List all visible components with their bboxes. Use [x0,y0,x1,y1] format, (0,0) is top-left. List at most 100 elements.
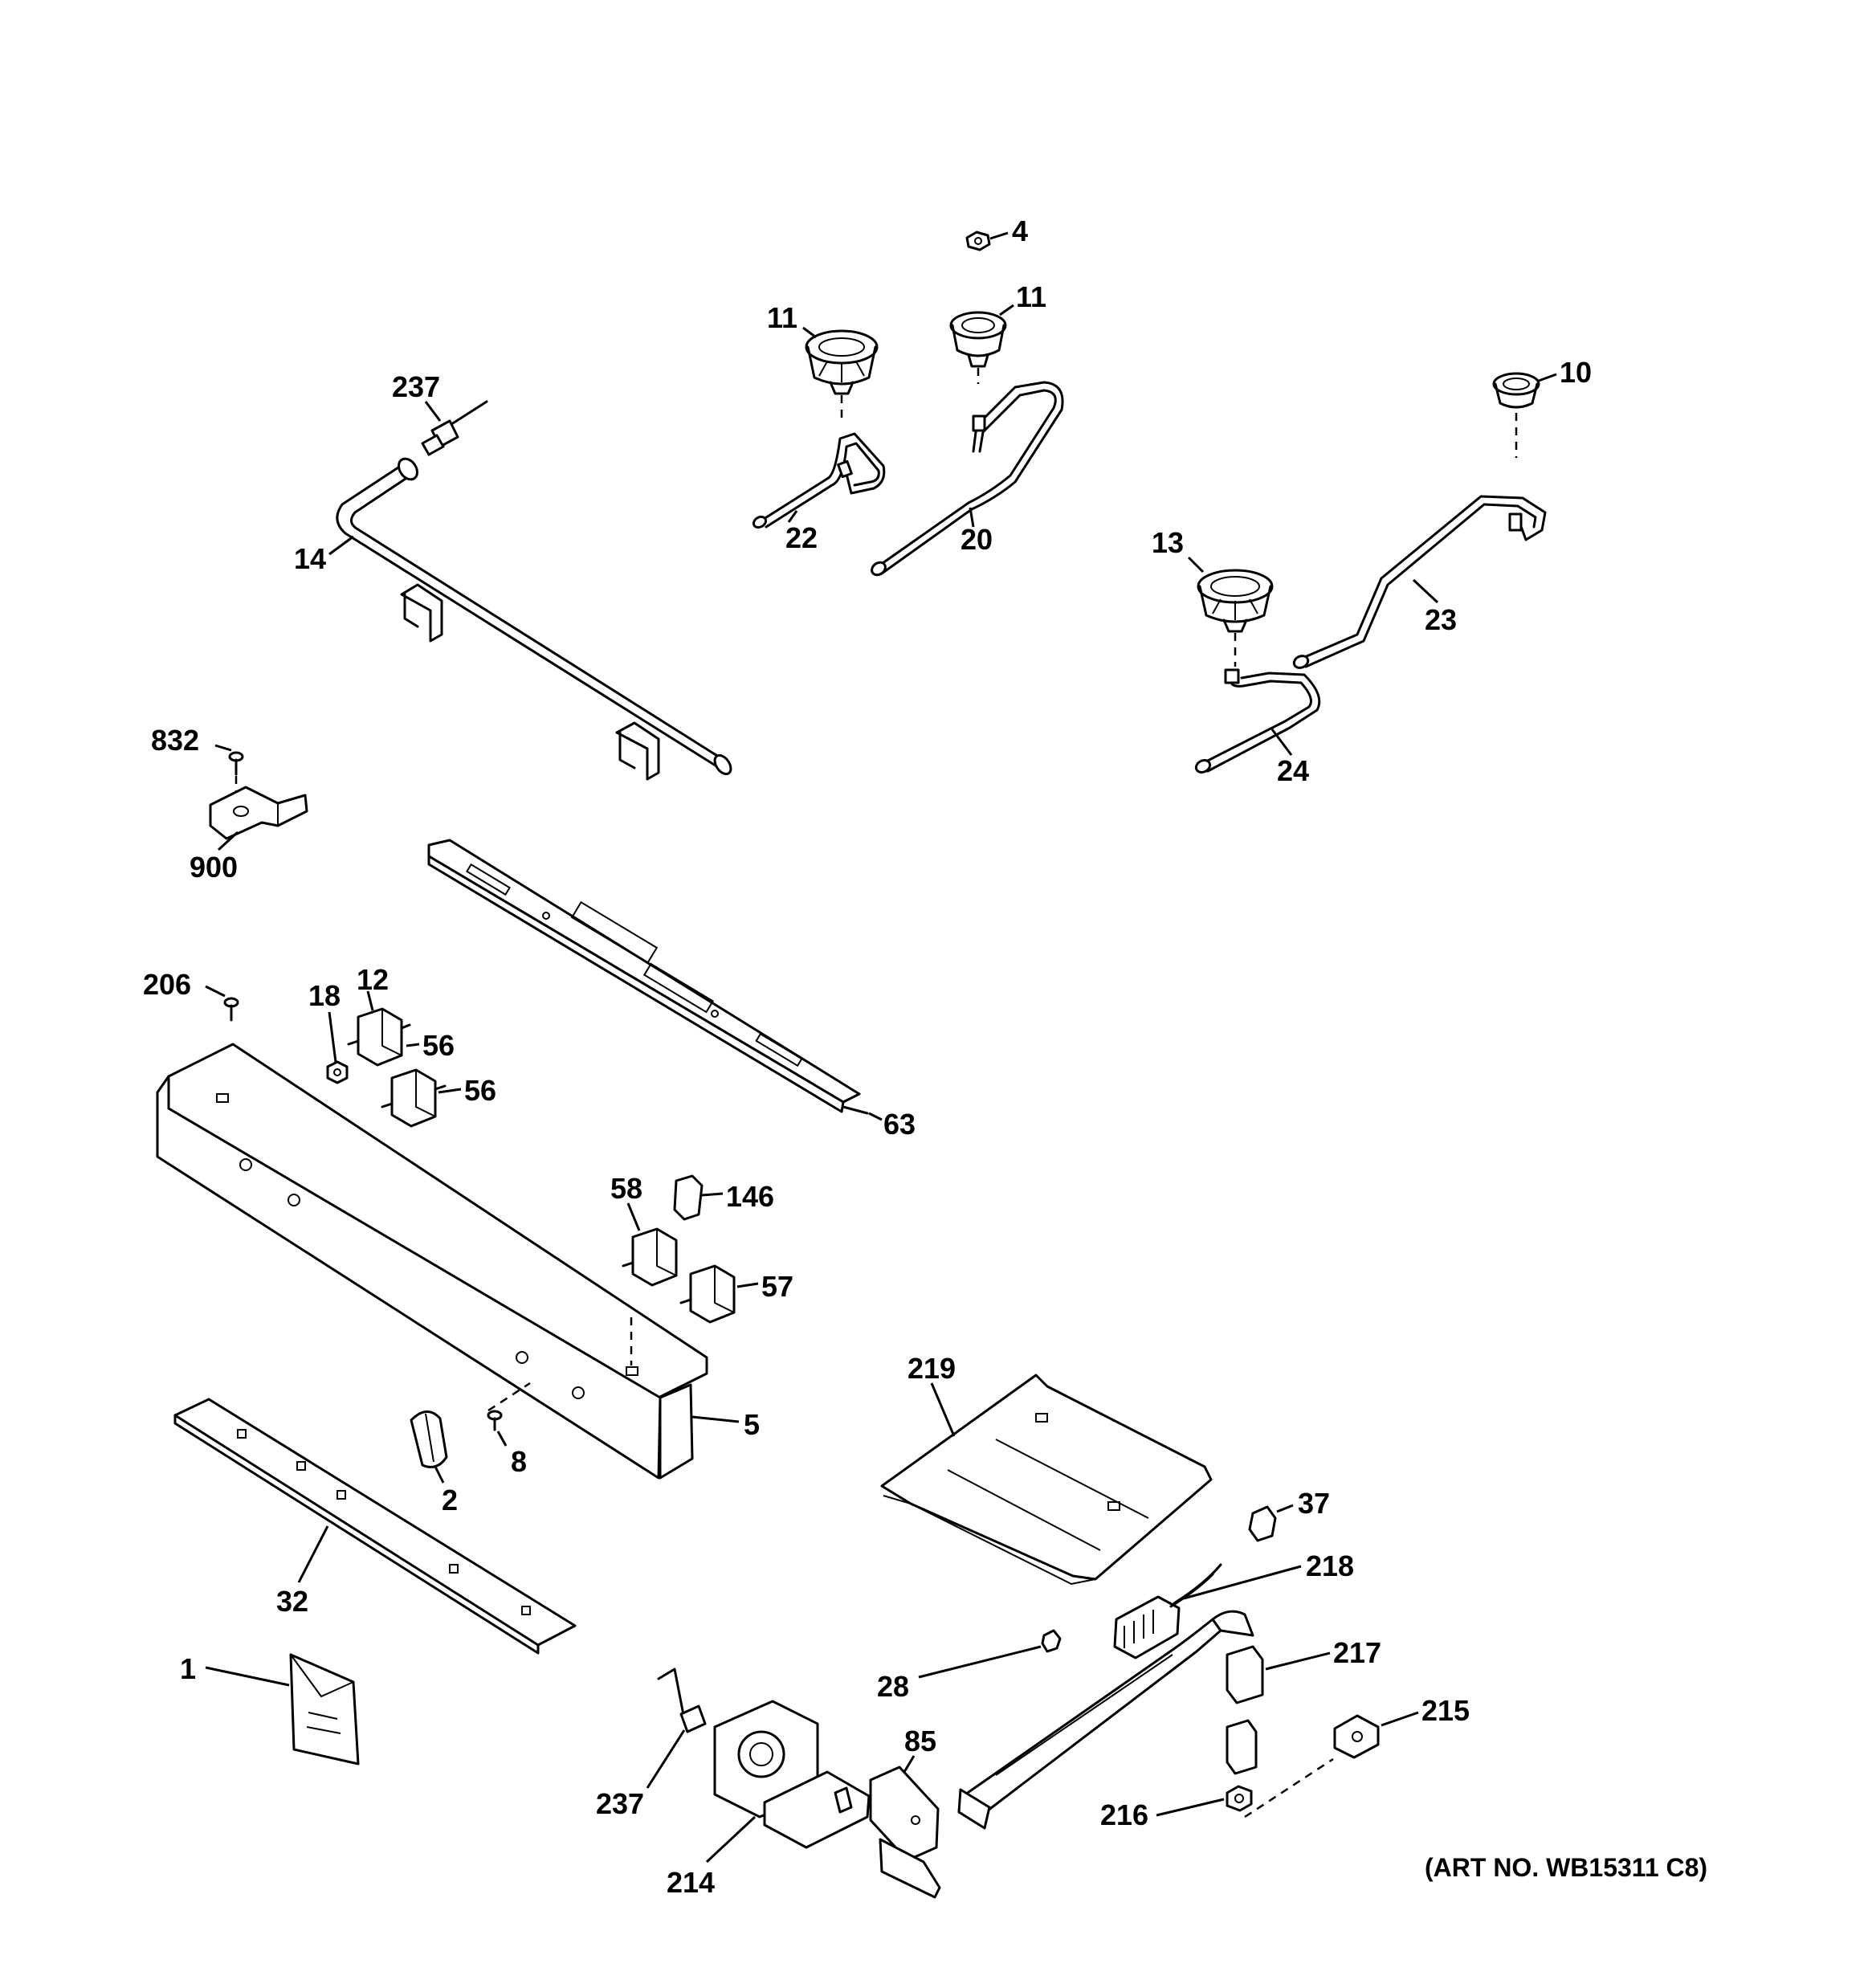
leader-832 [214,744,232,752]
part-219-shield [880,1374,1213,1586]
callout-900: 900 [190,851,238,884]
callout-2: 2 [442,1484,458,1517]
part-56-valve-lower [381,1068,447,1128]
part-85-bracket [869,1766,941,1899]
leader-56-lower [438,1088,462,1094]
leader-37 [1276,1504,1294,1513]
leader-57 [736,1282,759,1288]
part-215-bracket [1333,1714,1380,1759]
leader-1 [205,1666,290,1687]
callout-56-lower: 56 [464,1074,496,1107]
leader-206 [205,985,226,998]
leader-218 [1183,1565,1302,1600]
callout-23: 23 [1425,603,1457,636]
callout-18: 18 [308,979,341,1012]
callout-57: 57 [761,1270,793,1303]
leader-13 [1187,556,1205,574]
callout-216: 216 [1100,1798,1148,1831]
part-206-screw [223,997,239,1022]
part-216-nut [1226,1785,1253,1812]
callout-237-top: 237 [392,370,440,403]
leader-10 [1538,373,1557,382]
part-58-valve [622,1227,678,1287]
part-28-clip [1041,1629,1062,1653]
callout-4: 4 [1012,214,1028,247]
callout-56-top: 56 [422,1029,455,1062]
callout-24: 24 [1277,754,1309,787]
part-22-burner-tube [752,432,886,529]
callout-10: 10 [1560,356,1592,389]
callout-37: 37 [1298,1487,1330,1520]
leader-12 [366,990,374,1011]
art-number-caption: (ART NO. WB15311 C8) [1425,1853,1707,1882]
part-8-screw [487,1410,503,1431]
dash-216 [1244,1757,1334,1819]
part-4-nut [965,231,991,251]
leader-11-left [802,326,817,339]
leader-215 [1381,1711,1419,1727]
callout-5: 5 [744,1408,760,1441]
leader-18 [328,1011,337,1063]
part-146-clip [673,1174,704,1221]
callout-146: 146 [726,1180,774,1213]
callout-14: 14 [294,542,326,575]
part-18-nut [326,1060,349,1084]
leader-217 [1265,1651,1331,1671]
callout-217: 217 [1333,1636,1381,1669]
callout-22: 22 [785,521,818,554]
callout-214: 214 [667,1866,715,1899]
callout-832: 832 [151,724,199,757]
callout-20: 20 [961,523,993,556]
leader-11-right [999,304,1014,316]
leader-28 [918,1645,1042,1679]
leader-2 [434,1466,445,1484]
leader-20 [969,507,975,528]
leader-214 [705,1815,757,1863]
part-5-manifold-panel [156,1043,708,1480]
callout-215: 215 [1421,1694,1470,1727]
leader-23 [1412,578,1439,604]
leader-5 [691,1415,740,1423]
part-23-burner-tube [1292,495,1547,669]
callout-206: 206 [143,968,191,1001]
callout-63: 63 [883,1108,916,1141]
part-32-strip [173,1398,577,1655]
part-13-burner-head [1197,569,1274,633]
part-12-valve [347,1007,411,1067]
callout-8: 8 [511,1445,527,1478]
part-20-burner-tube [871,381,1064,577]
leader-237-bottom [646,1729,686,1789]
leader-24 [1270,729,1293,756]
leader-14 [328,535,354,556]
part-218-igniter [1113,1563,1222,1659]
part-24-burner-tube [1194,668,1321,774]
leader-32 [297,1525,329,1583]
callout-1: 1 [180,1652,196,1685]
part-237-orifice-bottom [657,1668,707,1733]
leader-63 [868,1112,883,1121]
leader-56-top [406,1043,420,1047]
leader-8 [496,1431,508,1447]
callout-28: 28 [877,1670,909,1703]
callout-12: 12 [357,963,389,996]
callout-11-left: 11 [767,301,797,334]
callout-237-bottom: 237 [596,1787,644,1820]
part-37-clip [1248,1505,1277,1542]
bake-burner-tube [957,1610,1254,1830]
leader-58 [626,1202,641,1231]
callout-32: 32 [276,1585,308,1618]
part-900-bracket [209,786,308,840]
callout-58: 58 [610,1172,642,1205]
part-1-envelope [289,1653,360,1766]
part-57-valve [679,1264,736,1324]
leader-237-top [424,401,442,422]
leader-900 [217,831,239,851]
part-14-manifold-pipe [336,457,732,781]
callout-labels: 4 11 11 10 237 14 22 20 13 23 24 832 900… [143,214,1592,1899]
part-217-orifice-holder [1226,1645,1264,1775]
part-214-regulator [713,1700,871,1849]
leader-4 [989,231,1009,240]
part-11-burner-head-right [949,311,1007,368]
callout-11-right: 11 [1016,280,1046,313]
